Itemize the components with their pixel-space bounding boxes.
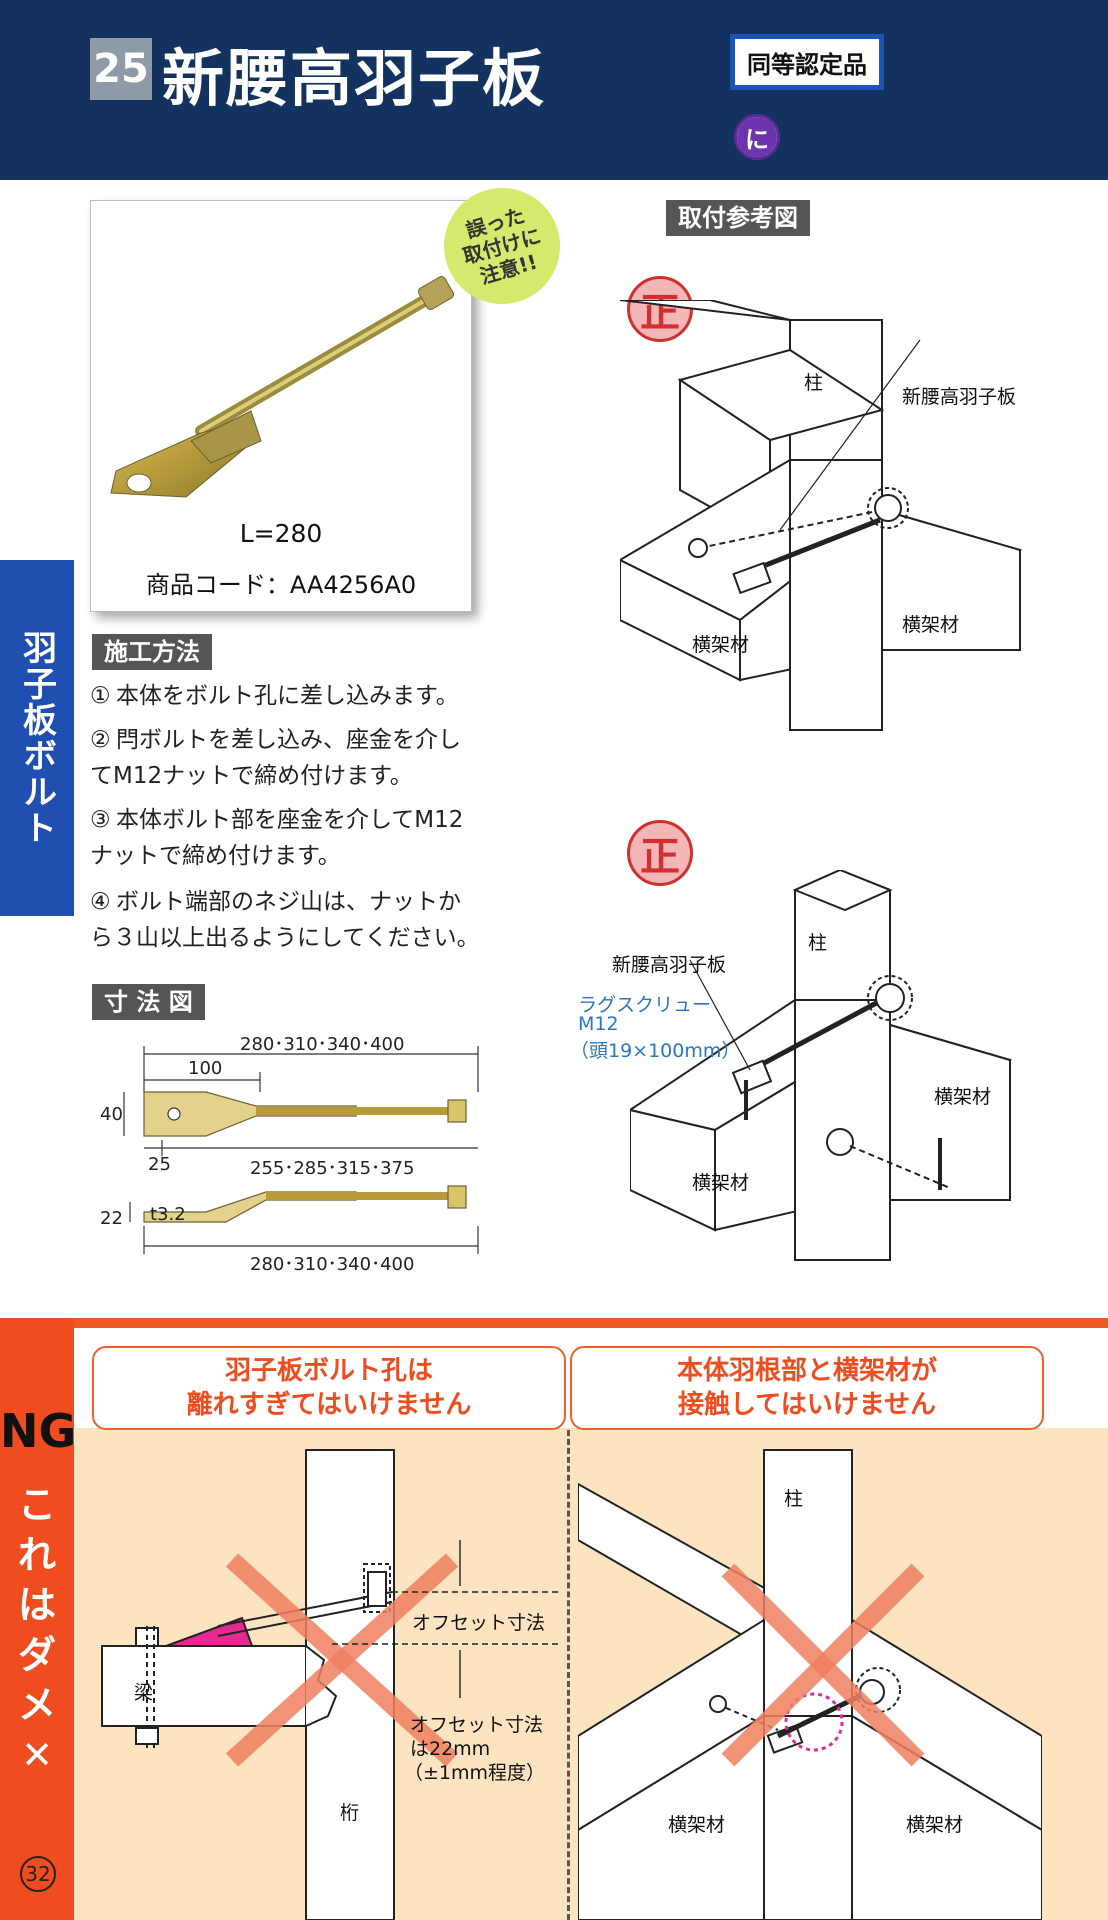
ng-char-4: ダ [17, 1633, 56, 1677]
install-ref-title: 取付参考図 [666, 200, 810, 236]
dim-bolt-length: 255･285･315･375 [250, 1158, 415, 1179]
dim-thickness: t3.2 [150, 1204, 186, 1225]
dim-top-total: 280･310･340･400 [240, 1034, 405, 1055]
step-4-text: ボルト端部のネジ山は、ナットから３山以上出るようにしてください。 [90, 889, 480, 951]
ng-divider [567, 1430, 570, 1920]
ng-box-1-line-2: 離れすぎてはいけません [186, 1390, 472, 1420]
d1-product-label: 新腰高羽子板 [902, 386, 1017, 408]
d2-pillar-label: 柱 [808, 932, 828, 954]
d2-screw-label-3: （頭19×100mm） [570, 1040, 741, 1062]
side-tab: 羽子板ボルト [0, 560, 74, 916]
page-title: 新腰高羽子板 [162, 42, 547, 115]
ng-box-1-line-1: 羽子板ボルト孔は [224, 1356, 433, 1386]
ng2-beam-left-label: 横架材 [668, 1814, 726, 1836]
install-diagram-2 [630, 870, 1013, 1261]
dimension-diagram [123, 1046, 479, 1254]
ng-vertical-text: こ れ は ダ メ ✕ [14, 1480, 60, 1780]
product-code: 商品コード：AA4256A0 [145, 571, 417, 599]
product-photo: L=280 商品コード：AA4256A0 [90, 200, 472, 612]
ng-side-bar [0, 1318, 74, 1920]
dim-bottom-total: 280･310･340･400 [250, 1254, 415, 1275]
product-length: L=280 [239, 519, 323, 548]
ng1-offset2-line-3: （±1mm程度） [404, 1762, 546, 1784]
ng-char-1: こ [17, 1483, 56, 1527]
ng1-offset2-line-2: は22mm [410, 1738, 491, 1760]
ng-box-2-line-1: 本体羽根部と横架材が [676, 1356, 937, 1386]
ni-badge: に [734, 114, 780, 160]
dim-22: 22 [100, 1208, 123, 1229]
d1-beam-right-label: 横架材 [902, 614, 960, 636]
certification-badge: 同等認定品 [730, 34, 884, 90]
ng-char-6: ✕ [21, 1733, 53, 1777]
ng-box-1: 羽子板ボルト孔は離れすぎてはいけません [92, 1346, 566, 1430]
step-1-num: ① [90, 683, 111, 709]
ng2-pillar-label: 柱 [784, 1488, 804, 1510]
ng-char-2: れ [17, 1533, 56, 1577]
d2-beam-left-label: 横架材 [692, 1172, 750, 1194]
dim-40: 40 [100, 1104, 123, 1125]
d1-pillar-label: 柱 [804, 372, 824, 394]
ng-top-bar [0, 1318, 1108, 1328]
ng-box-2: 本体羽根部と横架材が接触してはいけません [570, 1346, 1044, 1430]
side-tab-label: 羽子板ボルト [16, 630, 57, 846]
correct-badge-2: 正 [627, 820, 693, 886]
d2-screw-label-1: ラグスクリュー [578, 994, 712, 1016]
ng-box-2-line-2: 接触してはいけません [678, 1390, 936, 1420]
product-image [110, 276, 455, 498]
step-3-text: 本体ボルト部を座金を介してM12ナットで締め付けます。 [90, 807, 464, 869]
ng-char-5: メ [17, 1683, 56, 1727]
ng-char-3: は [17, 1583, 56, 1627]
header-bar [0, 0, 1108, 180]
ng1-offset2-line-1: オフセット寸法 [410, 1714, 544, 1736]
step-2-text: 閂ボルトを差し込み、座金を介してM12ナットで締め付けます。 [90, 727, 461, 789]
dim-25: 25 [148, 1154, 171, 1175]
ng1-keta-label: 桁 [340, 1802, 360, 1824]
ng-diagram-1 [101, 1449, 562, 1920]
d1-beam-left-label: 横架材 [692, 634, 750, 656]
dim-100: 100 [188, 1058, 223, 1079]
method-title: 施工方法 [92, 634, 212, 670]
page-number: 32 [20, 1856, 56, 1892]
ng-diagram-2 [578, 1449, 1042, 1920]
d2-screw-label-2: M12 [578, 1013, 619, 1035]
ni-badge-label: に [737, 117, 777, 157]
dims-title: 寸 法 図 [92, 984, 205, 1020]
step-4-num: ④ [90, 889, 111, 915]
d2-beam-right-label: 横架材 [934, 1086, 992, 1108]
ng2-beam-right-label: 横架材 [906, 1814, 964, 1836]
d2-product-label: 新腰高羽子板 [612, 954, 727, 976]
step-2-num: ② [90, 727, 111, 753]
ng1-hari-label: 梁 [134, 1682, 154, 1704]
step-3-num: ③ [90, 807, 111, 833]
correct-badge-1: 正 [627, 276, 693, 342]
item-number-badge: 25 [90, 38, 152, 100]
install-diagram-1 [620, 300, 1023, 731]
ng-label: NG [0, 1404, 77, 1458]
step-1-text: 本体をボルト孔に差し込みます。 [116, 683, 459, 709]
ng1-offset-label: オフセット寸法 [412, 1612, 546, 1634]
